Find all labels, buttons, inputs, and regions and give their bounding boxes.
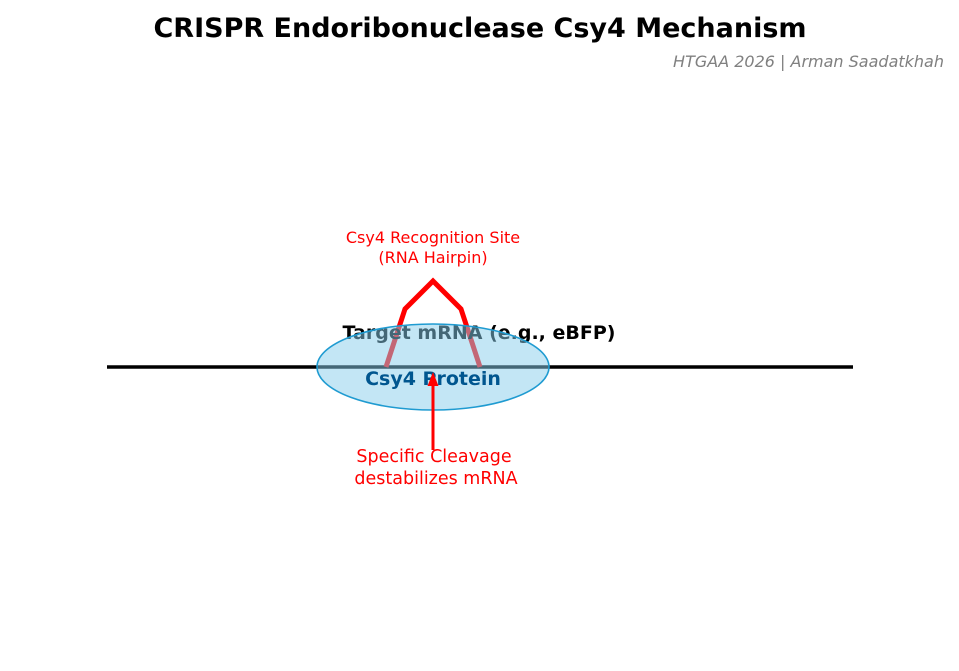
cleavage-label-line1: Specific Cleavage — [356, 447, 511, 467]
hairpin-label-line2: (RNA Hairpin) — [378, 248, 487, 267]
cleavage-arrow-head — [427, 372, 439, 386]
diagram-title: CRISPR Endoribonuclease Csy4 Mechanism — [153, 13, 806, 44]
hairpin-label-line1: Csy4 Recognition Site — [346, 228, 520, 247]
cleavage-label-line2: destabilizes mRNA — [354, 469, 517, 489]
diagram-subtitle: HTGAA 2026 | Arman Saadatkhah — [673, 52, 944, 71]
